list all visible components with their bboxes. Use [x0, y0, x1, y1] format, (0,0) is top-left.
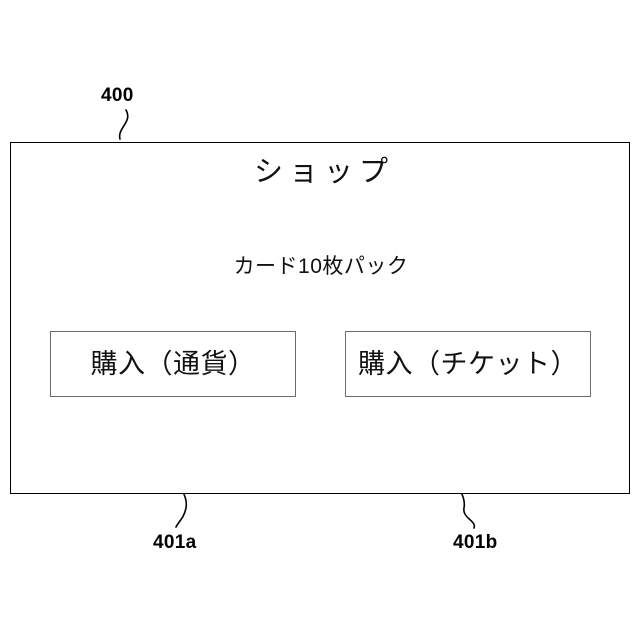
reference-numeral-401b: 401b [453, 532, 498, 553]
reference-numeral-401a: 401a [153, 532, 197, 553]
item-name-label: カード10枚パック [233, 255, 409, 278]
buy-with-currency-label: 購入（通貨） [90, 348, 256, 379]
lead-line-400 [118, 109, 129, 140]
buy-with-ticket-label: 購入（チケット） [358, 348, 578, 379]
buy-with-ticket-button[interactable]: 購入（チケット） [345, 331, 591, 397]
page-title: ショップ [253, 156, 394, 188]
shop-screen: ショップ カード10枚パック 購入（通貨） 購入（チケット） [10, 142, 630, 494]
buy-with-currency-button[interactable]: 購入（通貨） [50, 331, 296, 397]
reference-numeral-400: 400 [101, 85, 134, 106]
